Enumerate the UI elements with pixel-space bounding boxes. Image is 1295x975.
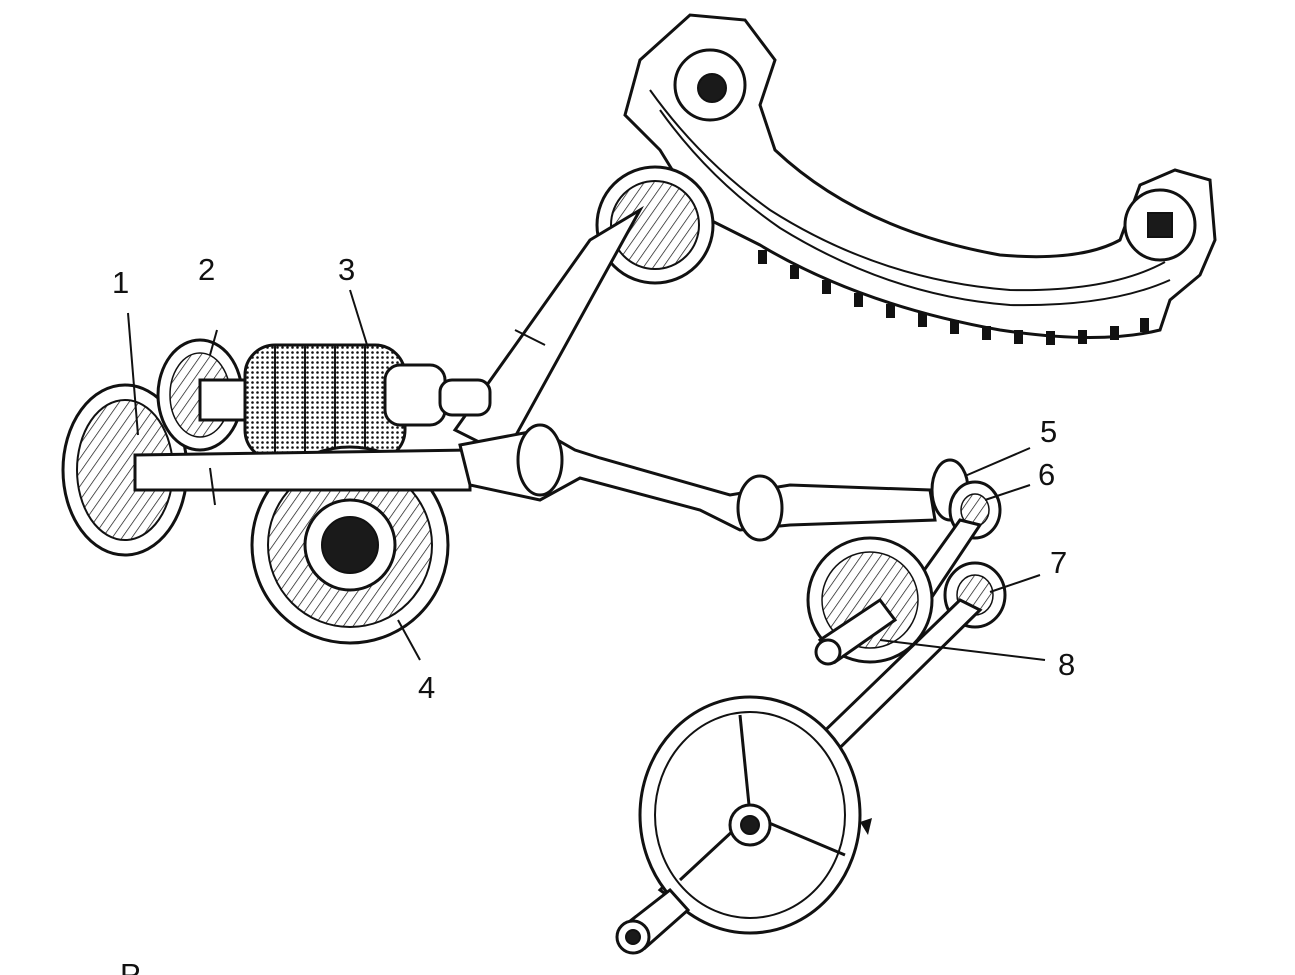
figure-caption: Р...	[120, 957, 161, 975]
worm-3	[198, 343, 492, 462]
label-7: 7	[1050, 545, 1067, 580]
sector-pinion	[595, 165, 715, 285]
handwheel	[638, 695, 872, 935]
diagonal-shaft	[452, 205, 644, 457]
label-8: 8	[1058, 647, 1075, 682]
leader-lines	[127, 289, 1046, 661]
label-1: 1	[112, 265, 129, 300]
worm-wheel-4	[250, 445, 450, 645]
label-4: 4	[418, 670, 435, 705]
cardan-shaft	[458, 423, 937, 542]
label-3: 3	[338, 252, 355, 287]
label-2: 2	[198, 252, 215, 287]
sector-teeth	[758, 250, 1149, 345]
callout-labels: 1 2 3 4 5 6 7 8	[112, 252, 1075, 705]
crank-handle	[615, 887, 691, 955]
toothed-sector	[623, 13, 1217, 345]
label-5: 5	[1040, 414, 1057, 449]
label-6: 6	[1038, 457, 1055, 492]
gear-8	[806, 536, 934, 666]
main-shaft	[133, 448, 472, 506]
gear-1	[61, 383, 189, 557]
